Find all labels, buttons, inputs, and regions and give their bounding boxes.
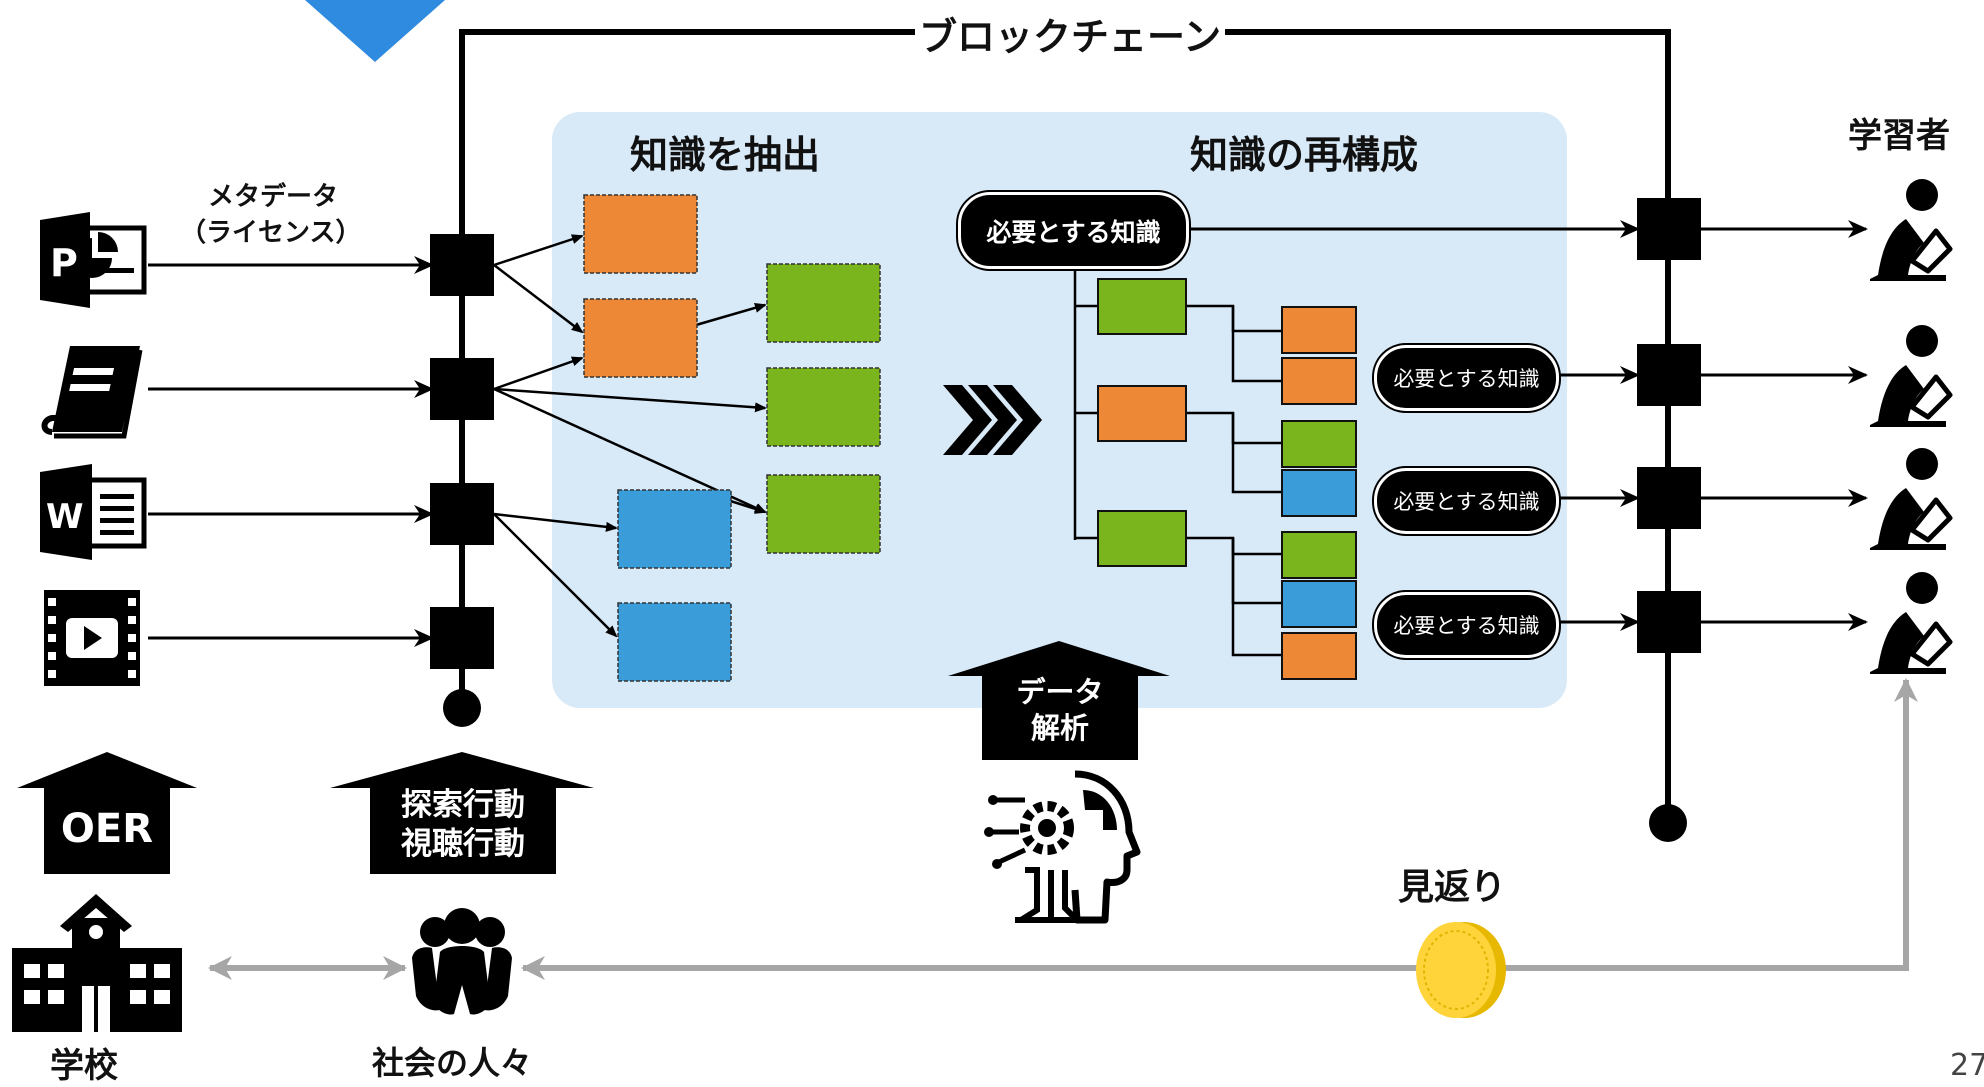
ai-head-gear-icon xyxy=(984,770,1141,924)
extract-title: 知識を抽出 xyxy=(630,133,821,177)
learner-reading-icon xyxy=(1870,572,1953,674)
recon-leaf-orange-1 xyxy=(1281,306,1357,354)
learner-reading-icons xyxy=(1870,179,1953,674)
learner-reading-icon xyxy=(1870,448,1953,550)
data-analysis-line1: データ xyxy=(1016,675,1104,709)
data-analysis-up-arrow xyxy=(948,641,1170,760)
svg-text:W: W xyxy=(46,497,84,537)
learner-reading-icon xyxy=(1870,179,1953,281)
page-number: 27 xyxy=(1950,1048,1984,1083)
learner-reading-icon xyxy=(1870,325,1953,427)
needed-knowledge-item: 必要とする知識 xyxy=(1374,345,1559,411)
explore-line1: 探索行動 xyxy=(401,787,525,823)
society-label: 社会の人々 xyxy=(372,1044,533,1082)
right-chain-blocks xyxy=(1637,198,1701,653)
explore-line2: 視聴行動 xyxy=(401,825,525,862)
output-arrows xyxy=(1188,220,1868,631)
recon-leaf-green-5 xyxy=(1281,531,1357,579)
explore-label: 探索行動 視聴行動 xyxy=(370,786,556,864)
recon-block-green-c xyxy=(1097,510,1187,567)
reconstructed-blocks xyxy=(1097,278,1357,680)
recon-block-orange-b xyxy=(1097,385,1187,442)
needed-knowledge-item-label: 必要とする知識 xyxy=(1393,490,1540,514)
oer-label: OER xyxy=(60,806,154,852)
extracted-block-green-1 xyxy=(766,263,881,343)
coin-icon xyxy=(1416,922,1506,1018)
oer-up-arrow xyxy=(17,752,197,874)
chain-end-left xyxy=(443,689,481,727)
school-icon xyxy=(12,894,182,1032)
extracted-block-green-2 xyxy=(766,367,881,447)
recon-leaf-blue-4 xyxy=(1281,469,1357,517)
people-group-icon xyxy=(412,908,512,1015)
chain-end-right xyxy=(1649,804,1687,842)
needed-knowledge-item: 必要とする知識 xyxy=(1374,592,1559,658)
needed-knowledge-main: 必要とする知識 xyxy=(958,192,1189,269)
reconstruct-title: 知識の再構成 xyxy=(1190,133,1419,177)
extracted-block-green-3 xyxy=(766,474,881,554)
explore-up-arrow xyxy=(330,752,594,874)
corner-decoration xyxy=(305,0,445,62)
extracted-block-orange-2 xyxy=(583,298,698,378)
needed-knowledge-main-label: 必要とする知識 xyxy=(986,217,1161,247)
recon-leaf-green-3 xyxy=(1281,420,1357,468)
data-analysis-line2: 解析 xyxy=(1030,711,1089,746)
return-label: 見返り xyxy=(1398,867,1507,908)
needed-knowledge-item-label: 必要とする知識 xyxy=(1393,614,1540,638)
extracted-block-blue-2 xyxy=(617,602,732,682)
return-arrows xyxy=(208,678,1918,980)
extracted-block-blue-1 xyxy=(617,489,732,569)
left-chain-blocks xyxy=(430,234,494,669)
word-icon: W xyxy=(40,464,147,560)
extracted-block-orange-1 xyxy=(583,194,698,274)
powerpoint-icon: P xyxy=(40,212,147,308)
learner-label: 学習者 xyxy=(1848,116,1950,156)
recon-block-green-a xyxy=(1097,278,1187,335)
needed-knowledge-item: 必要とする知識 xyxy=(1374,468,1559,534)
metadata-label-line1: メタデータ xyxy=(208,182,339,212)
svg-text:P: P xyxy=(50,241,78,285)
recon-leaf-orange-2 xyxy=(1281,357,1357,405)
needed-knowledge-item-label: 必要とする知識 xyxy=(1393,367,1540,391)
data-analysis-label: データ 解析 xyxy=(982,674,1138,747)
video-icon xyxy=(44,590,140,686)
recon-leaf-blue-6 xyxy=(1281,580,1357,628)
blockchain-label: ブロックチェーン xyxy=(915,6,1226,61)
extracted-blocks xyxy=(583,194,881,682)
metadata-label-line2: （ライセンス） xyxy=(180,218,362,248)
school-label: 学校 xyxy=(50,1046,118,1086)
input-arrows xyxy=(148,256,434,647)
chevron-arrows-icon xyxy=(943,385,1042,455)
book-icon xyxy=(41,346,143,439)
reconstruct-tree-lines xyxy=(1073,265,1282,657)
recon-leaf-orange-7 xyxy=(1281,632,1357,680)
